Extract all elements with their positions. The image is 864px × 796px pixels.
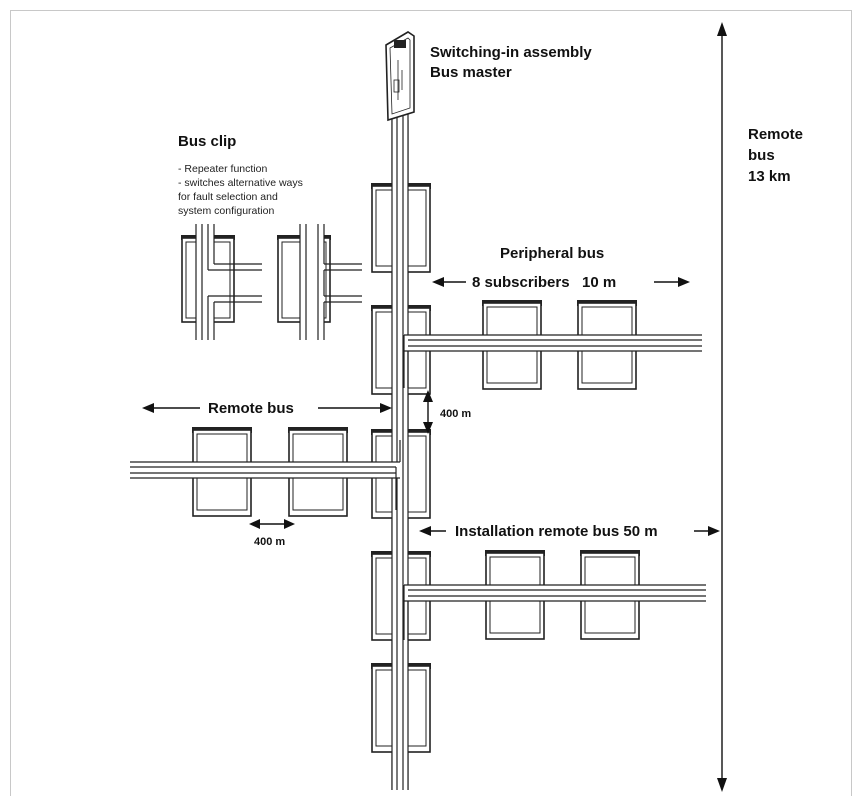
remote-bus-vertical-label-1: Remote xyxy=(748,126,803,143)
bus-master-module-icon xyxy=(385,31,415,122)
distance-400m-vertical-label: 400 m xyxy=(440,408,471,420)
remote-bus-horizontal-label: Remote bus xyxy=(208,400,294,417)
remote-bus-vertical-label-2: bus xyxy=(748,147,775,164)
distance-400m-horizontal-label: 400 m xyxy=(254,536,285,548)
switching-in-assembly-label: Switching-in assembly xyxy=(430,44,592,61)
installation-bus-right-arrow xyxy=(694,526,720,536)
peripheral-bus-label: Peripheral bus xyxy=(500,245,604,262)
remote-bus-13km-arrow xyxy=(717,22,727,792)
bus-clip-icon xyxy=(181,224,262,340)
remote-bus-right-arrow xyxy=(318,403,392,413)
remote-bus-vertical-label-3: 13 km xyxy=(748,168,791,185)
bus-clip-desc-2: - switches alternative ways xyxy=(178,177,303,189)
peripheral-bus-left-arrow xyxy=(432,277,466,287)
peripheral-bus-cable xyxy=(403,334,702,388)
peripheral-subscribers-label: 8 subscribers 10 m xyxy=(472,274,616,291)
remote-bus-cable xyxy=(130,440,401,510)
vertical-400m-arrow xyxy=(423,390,433,434)
bus-clip-desc-1: - Repeater function xyxy=(178,163,267,175)
remote-bus-left-arrow xyxy=(142,403,200,413)
bus-clip-title: Bus clip xyxy=(178,133,236,150)
bus-clip-desc-4: system configuration xyxy=(178,205,274,217)
bus-clip-icon-2 xyxy=(277,224,362,340)
installation-bus-cable xyxy=(403,584,706,640)
horizontal-400m-arrow xyxy=(249,519,295,529)
peripheral-bus-right-arrow xyxy=(654,277,690,287)
bus-master-label: Bus master xyxy=(430,64,512,81)
diagram-frame xyxy=(10,10,852,796)
installation-remote-bus-label: Installation remote bus 50 m xyxy=(455,523,658,540)
installation-bus-left-arrow xyxy=(419,526,446,536)
bus-clip-desc-3: for fault selection and xyxy=(178,191,278,203)
